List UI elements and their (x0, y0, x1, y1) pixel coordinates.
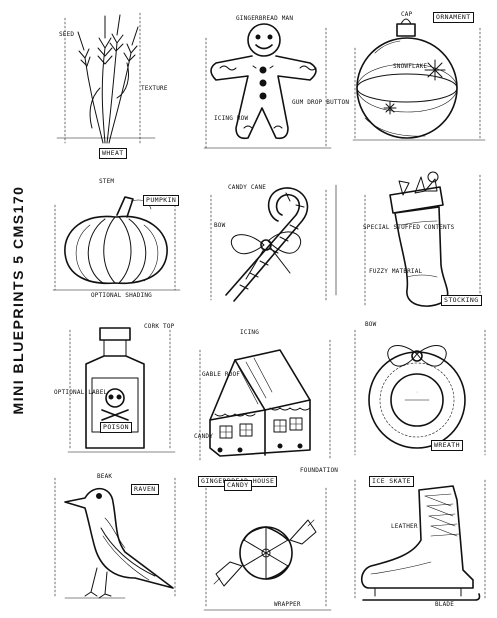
poison-bottle-icon (67, 327, 176, 453)
wreath-label-bow: BOW (365, 321, 377, 328)
ornament-icon (352, 18, 486, 141)
ornament-label-snowflake: SNOWFLAKE (393, 63, 428, 70)
wheat-label-seed: SEED (59, 31, 75, 38)
candy-blueprint: CANDY WRAPPER (196, 478, 346, 618)
stocking-icon (364, 171, 481, 307)
wheat-blueprint: SEED TEXTURE WHEAT (45, 8, 195, 159)
gingerbread-man-icon (203, 23, 332, 149)
wreath-blueprint: BOW WREATH (345, 320, 495, 460)
pumpkin-box-label: PUMPKIN (143, 195, 180, 206)
ice-skate-label-leather: LEATHER (391, 523, 418, 530)
gingerbread-house-label-icing: ICING (240, 329, 260, 336)
pumpkin-blueprint: STEM OPTIONAL SHADING PUMPKIN (45, 175, 195, 315)
gingerbread-house-label-foundation: FOUNDATION (300, 467, 339, 474)
ice-skate-box-label: ICE SKATE (369, 476, 414, 487)
poison-blueprint: CORK TOP OPTIONAL LABEL POISON (54, 320, 210, 460)
candy-cane-blueprint: CANDY CANE BOW (196, 175, 346, 315)
stocking-box-label: STOCKING (441, 295, 482, 306)
raven-label-beak: BEAK (97, 473, 113, 480)
gingerbread-house-icon (199, 339, 331, 461)
candy-icon (203, 487, 332, 611)
gingerbread-man-label-title: GINGERBREAD MAN (236, 15, 294, 22)
wheat-box-label: WHEAT (99, 148, 127, 159)
pumpkin-label-stem: STEM (99, 178, 115, 185)
poison-label-label: OPTIONAL LABEL (54, 389, 108, 396)
raven-icon (54, 477, 176, 599)
gingerbread-man-blueprint: GINGERBREAD MAN GUM DROP BUTTON ICING RO… (196, 8, 350, 149)
stocking-label-material: FUZZY MATERIAL (369, 268, 423, 275)
candy-cane-label-title: CANDY CANE (228, 184, 267, 191)
candy-cane-icon (210, 184, 337, 302)
pumpkin-label-shading: OPTIONAL SHADING (91, 292, 152, 299)
poison-label-cork: CORK TOP (144, 323, 175, 330)
ice-skate-blueprint: ICE SKATE LEATHER BLADE (345, 470, 495, 610)
ornament-label-cap: CAP (401, 11, 413, 18)
stocking-blueprint: SPECIAL STUFFED CONTENTS FUZZY MATERIAL … (345, 165, 495, 307)
wreath-box-label: WREATH (431, 440, 463, 451)
ornament-blueprint: CAP SNOWFLAKE ORNAMENT (345, 8, 495, 148)
ice-skate-icon (354, 479, 486, 601)
gingerbread-house-blueprint: ICING GABLE ROOF CANDY FOUNDATION GINGER… (190, 329, 340, 487)
candy-box-label: CANDY (224, 480, 252, 491)
wheat-label-texture: TEXTURE (141, 85, 168, 92)
gingerbread-house-label-roof: GABLE ROOF (202, 371, 241, 378)
ornament-box-label: ORNAMENT (433, 12, 474, 23)
gingerbread-man-label-button: GUM DROP BUTTON (292, 99, 350, 106)
pumpkin-icon (52, 196, 181, 291)
gingerbread-house-label-candy: CANDY (194, 433, 214, 440)
stocking-label-contents: SPECIAL STUFFED CONTENTS (363, 224, 455, 231)
wreath-icon (354, 329, 486, 456)
gingerbread-man-label-icing: ICING ROW (214, 115, 249, 122)
product-code-label: MINI BLUEPRINTS 5 CMS170 (10, 185, 26, 415)
candy-cane-label-bow: BOW (214, 222, 226, 229)
candy-label-wrapper: WRAPPER (274, 601, 301, 608)
raven-blueprint: BEAK RAVEN (45, 468, 195, 608)
ice-skate-label-blade: BLADE (435, 601, 455, 608)
poison-box-label: POISON (100, 422, 132, 433)
raven-box-label: RAVEN (131, 484, 159, 495)
wheat-icon (56, 12, 156, 144)
